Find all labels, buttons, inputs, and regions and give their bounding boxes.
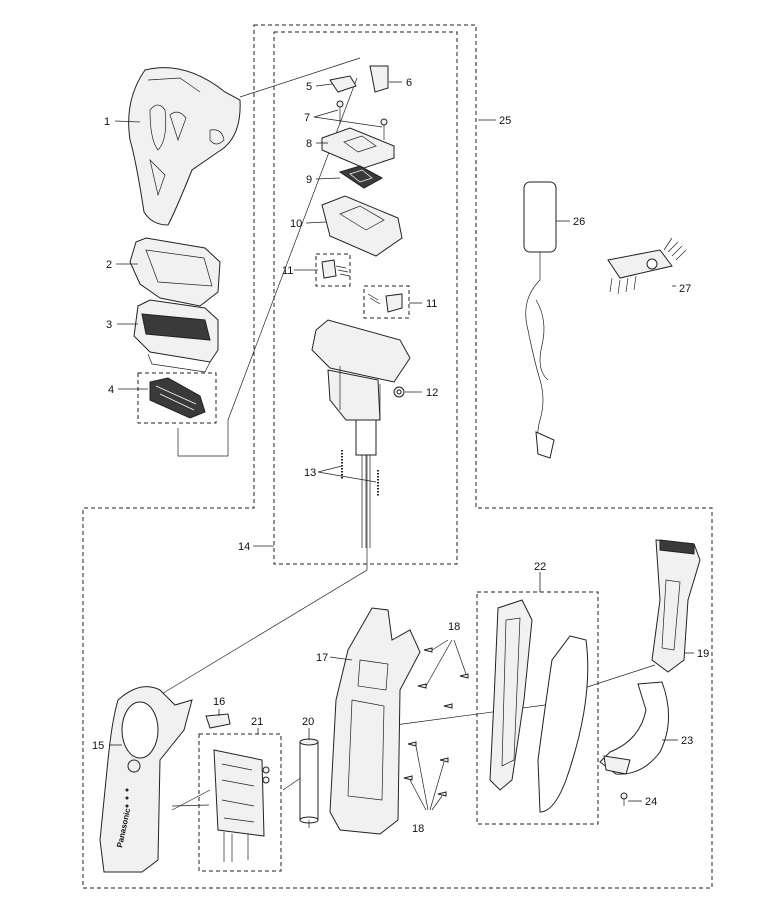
group-box-21 — [198, 733, 282, 872]
callout-11-upper: 11 — [282, 265, 293, 277]
group-box-11b — [363, 285, 410, 319]
part-20-battery — [299, 738, 319, 828]
callout-8: 8 — [306, 138, 312, 150]
callout-10: 10 — [290, 218, 302, 230]
part-15-front-case: Panasonic — [99, 686, 193, 873]
part-5-clip — [329, 75, 357, 93]
group-box-22 — [476, 591, 599, 825]
part-1-outer-frame — [128, 67, 241, 226]
callout-15: 15 — [92, 740, 104, 752]
part-18-screws — [403, 639, 469, 811]
part-19-trimmer — [651, 539, 701, 673]
callout-14: 14 — [238, 541, 250, 553]
callout-18-lower: 18 — [412, 823, 424, 835]
callout-13: 13 — [304, 467, 316, 479]
part-21-circuit-board — [213, 749, 270, 862]
part-8-plate — [321, 127, 395, 169]
part-13-springs — [341, 450, 379, 496]
callout-6: 6 — [406, 77, 412, 89]
callout-18-upper: 18 — [448, 621, 460, 633]
part-23-stand-cover — [599, 681, 670, 775]
group-box-25 — [82, 24, 713, 889]
part-2-frame-holder — [129, 237, 221, 307]
part-4-inner-blades — [149, 377, 206, 419]
callout-5: 5 — [306, 81, 312, 93]
part-11-bracket-b — [367, 293, 403, 313]
callout-22: 22 — [534, 561, 546, 573]
callout-24: 24 — [645, 796, 657, 808]
part-14-head-assembly — [311, 319, 411, 548]
callout-17: 17 — [316, 652, 328, 664]
callout-7: 7 — [304, 112, 310, 124]
callout-21: 21 — [251, 716, 263, 728]
callout-20: 20 — [302, 716, 314, 728]
part-10-head-base — [321, 195, 403, 257]
part-24-screw — [620, 792, 628, 806]
part-11-bracket-a — [321, 259, 351, 279]
part-3-foil-cartridge — [133, 299, 219, 373]
leader-lines — [109, 81, 694, 802]
callout-1: 1 — [104, 116, 110, 128]
part-12-ring — [393, 386, 405, 398]
callout-2: 2 — [106, 259, 112, 271]
part-26-ac-adapter — [523, 181, 557, 459]
callout-23: 23 — [681, 735, 693, 747]
callout-16: 16 — [213, 696, 225, 708]
group-box-4 — [137, 372, 217, 424]
part-17-main-frame — [329, 607, 421, 835]
callout-3: 3 — [106, 319, 112, 331]
part-7-screws — [336, 100, 388, 140]
part-6-clip — [369, 65, 389, 93]
part-9-seal — [338, 165, 384, 189]
part-22-rear-case — [489, 599, 589, 813]
callout-26: 26 — [573, 216, 585, 228]
callout-11-right: 11 — [426, 298, 437, 310]
part-27-cleaning-brush — [607, 237, 687, 295]
callout-9: 9 — [306, 174, 312, 186]
callout-12: 12 — [426, 387, 438, 399]
callout-25: 25 — [499, 115, 511, 127]
callout-labels: 1 2 3 4 5 6 7 8 9 10 11 11 12 13 14 15 1… — [92, 77, 709, 835]
part-16-clip — [205, 713, 231, 729]
callout-27: 27 — [679, 283, 691, 295]
callout-4: 4 — [108, 384, 114, 396]
callout-19: 19 — [697, 648, 709, 660]
